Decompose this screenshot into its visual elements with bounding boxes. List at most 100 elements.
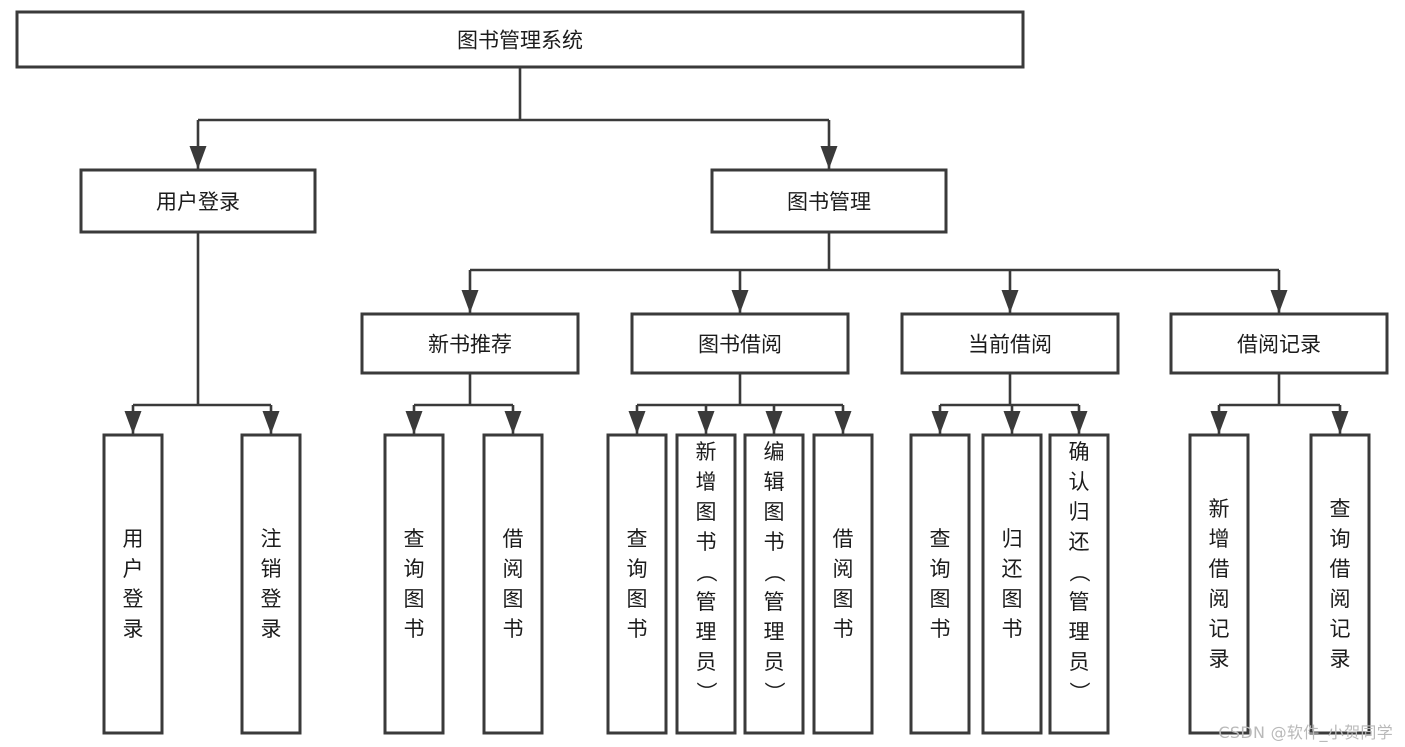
svg-text:查: 查: [404, 527, 425, 551]
node-借阅记录[interactable]: [1169, 312, 1389, 375]
arrow-head-icon: [504, 411, 522, 434]
arrow-head-icon: [1210, 411, 1228, 434]
svg-text:阅: 阅: [1209, 587, 1230, 611]
svg-text:书: 书: [696, 530, 717, 554]
arrow-head-icon: [765, 411, 783, 434]
leaf-node-10-确认归还（管理员）[interactable]: [1048, 433, 1110, 735]
arrow-head-icon: [931, 411, 949, 434]
arrow-head-icon: [697, 411, 715, 434]
svg-text:还: 还: [1002, 557, 1023, 581]
svg-text:查: 查: [1330, 497, 1351, 521]
node-boxes-layer: 图书管理系统用户登录图书管理新书推荐图书借阅当前借阅借阅记录用户登录注销登录查询…: [15, 10, 1389, 735]
node-label: 借阅记录: [1237, 333, 1321, 357]
arrow-head-icon: [461, 290, 479, 313]
svg-text:新: 新: [1209, 497, 1230, 521]
leaf-node-6-编辑图书（管理员）[interactable]: [743, 433, 805, 735]
connector-edges-layer: [124, 67, 1349, 434]
node-label: 用户登录: [156, 190, 240, 214]
leaf-node-3-借阅图书[interactable]: [482, 433, 544, 735]
svg-text:书: 书: [764, 530, 785, 554]
svg-text:（: （: [762, 562, 786, 583]
svg-text:图: 图: [930, 587, 951, 611]
svg-text:管: 管: [696, 590, 717, 614]
svg-text:户: 户: [123, 557, 144, 581]
svg-text:书: 书: [503, 617, 524, 641]
leaf-node-8-查询图书[interactable]: [909, 433, 971, 735]
node-用户登录[interactable]: [79, 168, 317, 234]
node-label: 图书借阅: [698, 333, 782, 357]
svg-text:图: 图: [833, 587, 854, 611]
svg-text:记: 记: [1330, 617, 1351, 641]
arrow-head-icon: [405, 411, 423, 434]
node-图书管理[interactable]: [710, 168, 948, 234]
svg-text:增: 增: [1209, 527, 1230, 551]
node-root-图书管理系统[interactable]: [15, 10, 1025, 69]
node-label: 图书管理系统: [457, 29, 583, 53]
svg-text:书: 书: [930, 617, 951, 641]
leaf-label-vertical: 用户登录: [123, 527, 144, 641]
svg-text:阅: 阅: [1330, 587, 1351, 611]
svg-text:图: 图: [1002, 587, 1023, 611]
leaf-node-1-注销登录[interactable]: [240, 433, 302, 735]
svg-text:管: 管: [1069, 590, 1090, 614]
arrow-head-icon: [820, 146, 838, 169]
svg-text:询: 询: [404, 557, 425, 581]
svg-text:员: 员: [696, 650, 717, 674]
svg-text:注: 注: [261, 527, 282, 551]
svg-text:辑: 辑: [764, 470, 785, 494]
svg-text:录: 录: [1330, 647, 1351, 671]
node-label: 图书管理: [787, 190, 871, 214]
leaf-node-2-查询图书[interactable]: [383, 433, 445, 735]
svg-text:理: 理: [1069, 620, 1090, 644]
svg-text:认: 认: [1069, 470, 1090, 494]
arrow-head-icon: [124, 411, 142, 434]
leaf-node-11-新增借阅记录[interactable]: [1188, 433, 1250, 735]
arrow-head-icon: [628, 411, 646, 434]
svg-text:图: 图: [696, 500, 717, 524]
leaf-node-12-查询借阅记录[interactable]: [1309, 433, 1371, 735]
svg-text:图: 图: [503, 587, 524, 611]
svg-text:询: 询: [930, 557, 951, 581]
node-当前借阅[interactable]: [900, 312, 1120, 375]
svg-text:登: 登: [123, 587, 144, 611]
svg-text:书: 书: [833, 617, 854, 641]
leaf-node-0-用户登录[interactable]: [102, 433, 164, 735]
svg-text:录: 录: [123, 617, 144, 641]
arrow-head-icon: [834, 411, 852, 434]
svg-text:借: 借: [1330, 557, 1351, 581]
leaf-node-9-归还图书[interactable]: [981, 433, 1043, 735]
svg-text:（: （: [694, 562, 718, 583]
svg-text:员: 员: [764, 650, 785, 674]
arrow-head-icon: [1003, 411, 1021, 434]
svg-text:录: 录: [261, 617, 282, 641]
svg-text:）: ）: [694, 682, 718, 703]
svg-text:还: 还: [1069, 530, 1090, 554]
svg-text:管: 管: [764, 590, 785, 614]
svg-text:增: 增: [696, 470, 717, 494]
leaf-node-7-借阅图书[interactable]: [812, 433, 874, 735]
svg-text:确: 确: [1069, 440, 1090, 464]
svg-text:（: （: [1067, 562, 1091, 583]
svg-text:书: 书: [1002, 617, 1023, 641]
leaf-node-5-新增图书（管理员）[interactable]: [675, 433, 737, 735]
svg-text:记: 记: [1209, 617, 1230, 641]
node-新书推荐[interactable]: [360, 312, 580, 375]
svg-text:）: ）: [1067, 682, 1091, 703]
node-图书借阅[interactable]: [630, 312, 850, 375]
svg-text:查: 查: [627, 527, 648, 551]
csdn-watermark: CSDN @软件_小贺同学: [1218, 723, 1393, 742]
leaf-node-4-查询图书[interactable]: [606, 433, 668, 735]
svg-text:询: 询: [1330, 527, 1351, 551]
svg-text:理: 理: [764, 620, 785, 644]
svg-text:录: 录: [1209, 647, 1230, 671]
